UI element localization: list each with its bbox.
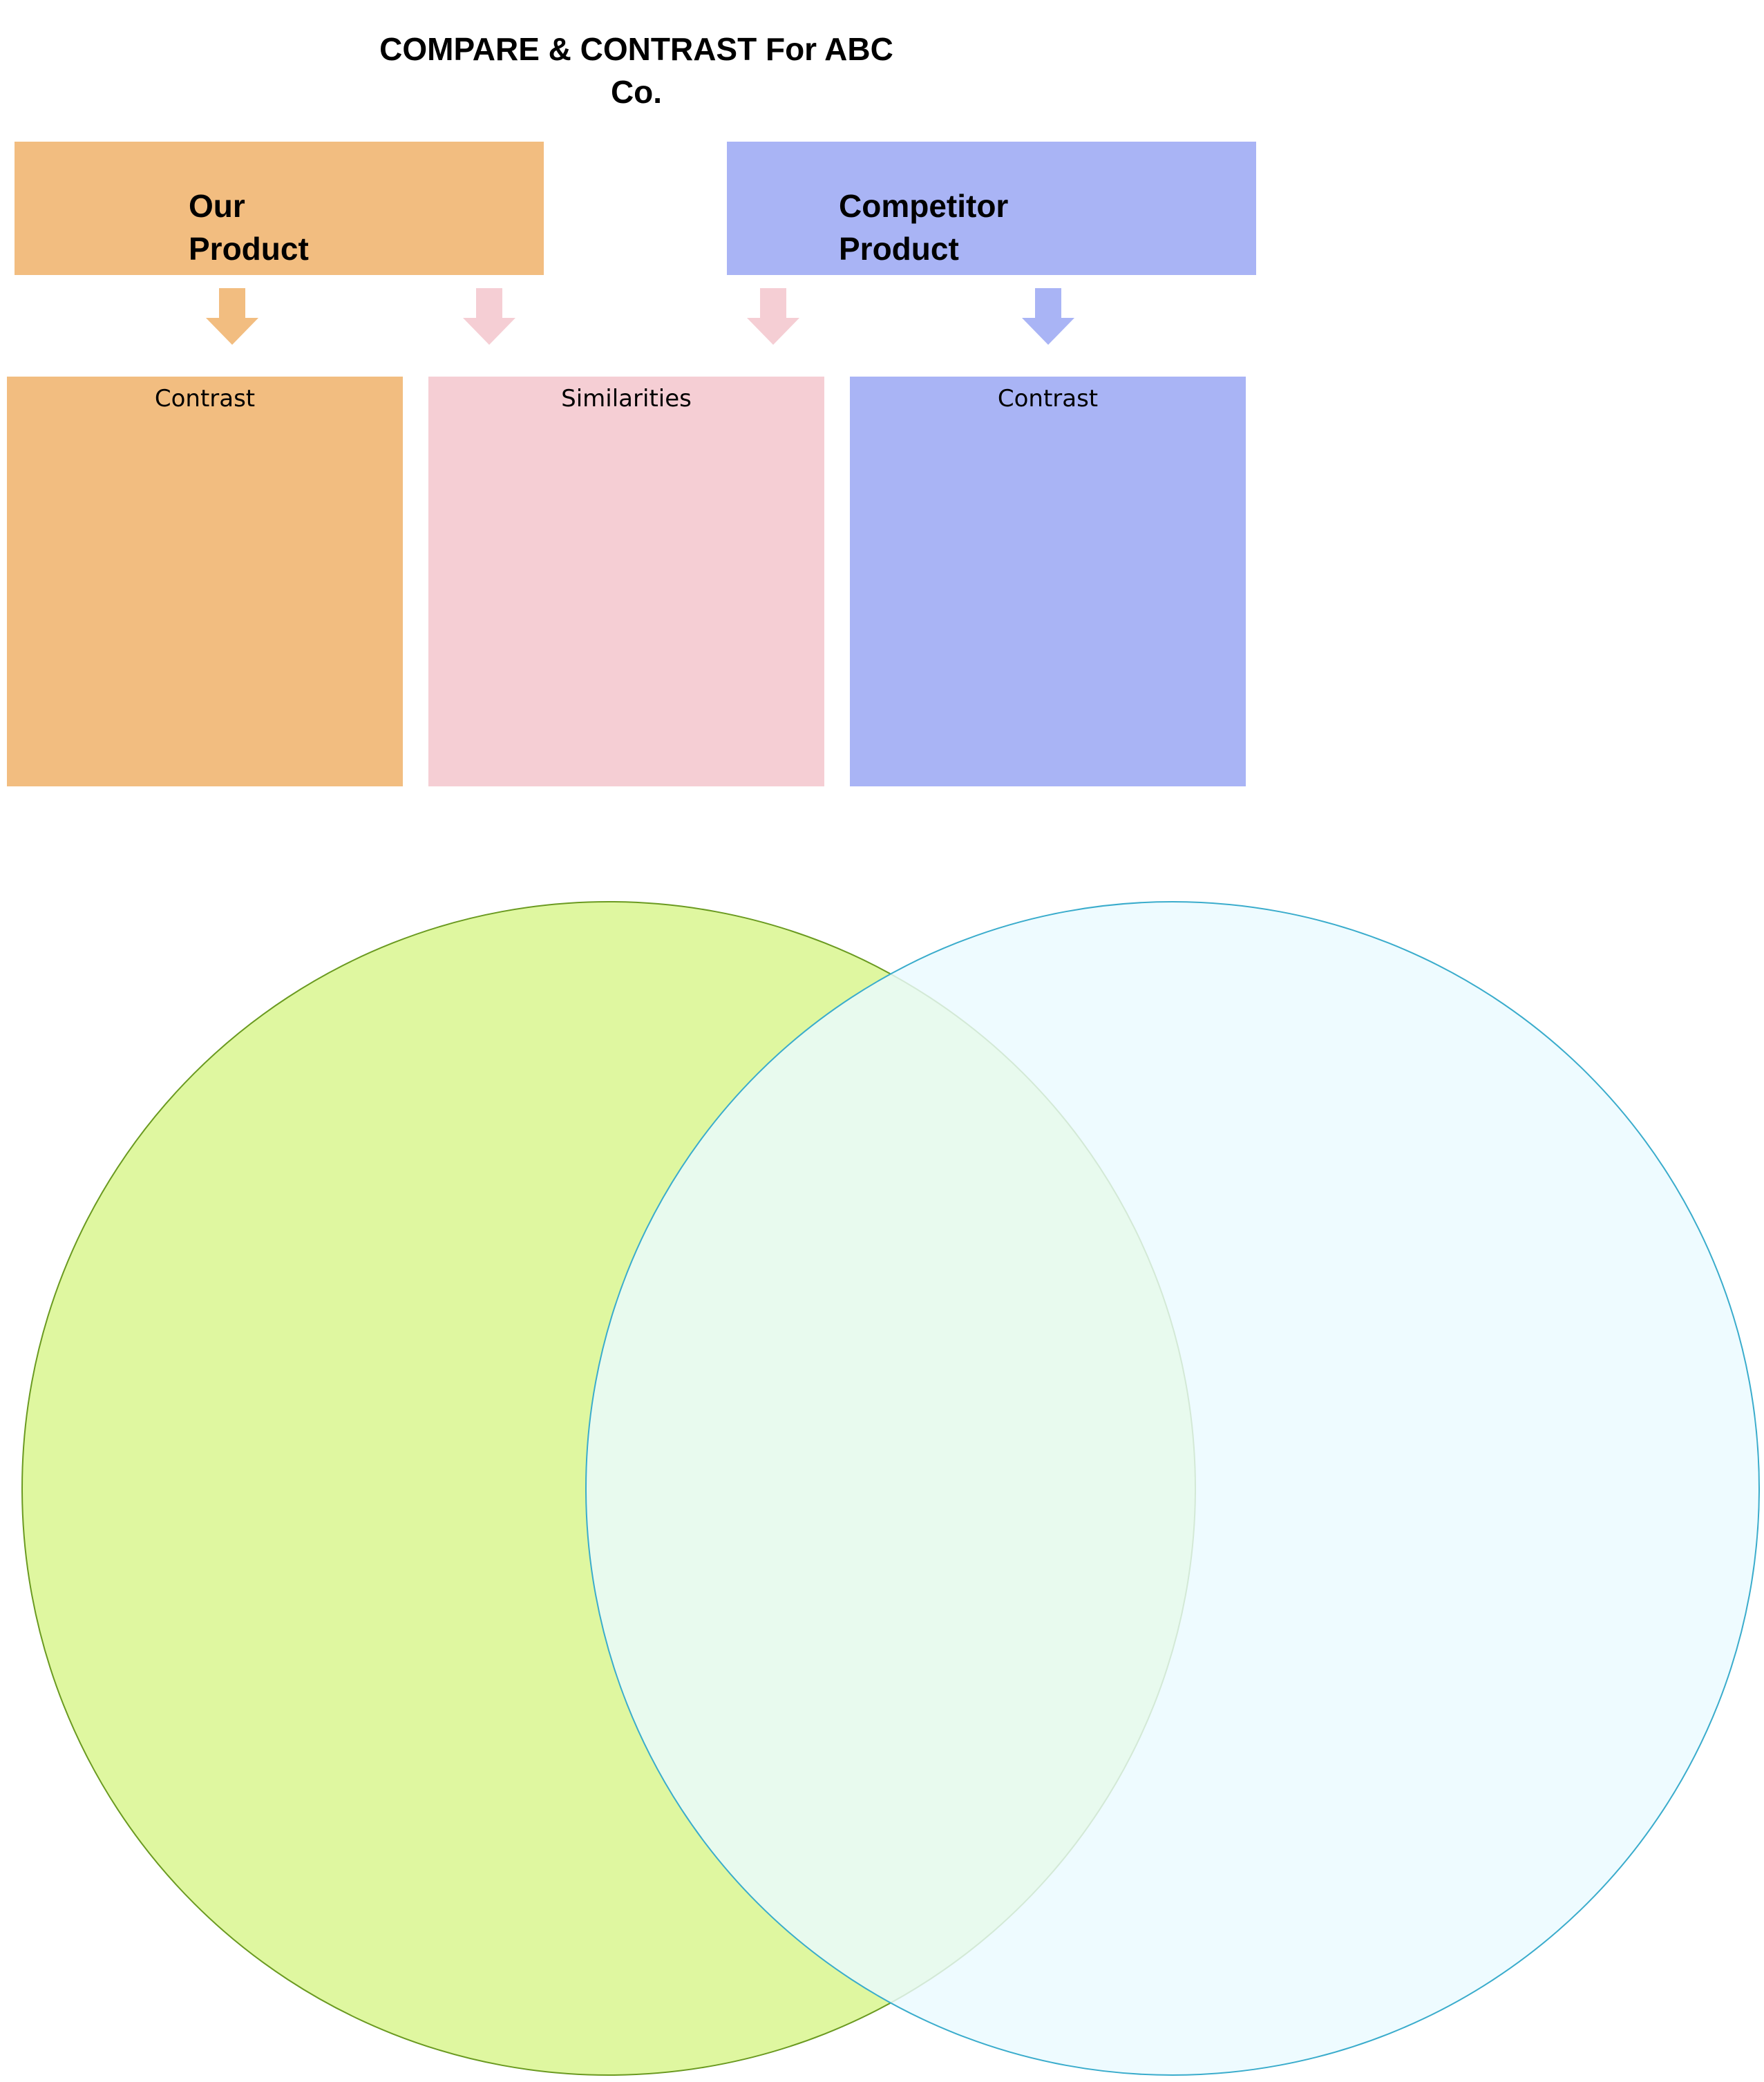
- similarities-box[interactable]: Similarities: [428, 377, 824, 786]
- competitor-contrast-box[interactable]: Contrast: [850, 377, 1246, 786]
- column-label: Similarities: [561, 385, 692, 413]
- arrow-down-icon: [206, 288, 258, 345]
- header-text: Product: [839, 231, 959, 267]
- arrow-down-icon: [1022, 288, 1074, 345]
- header-text: Competitor: [839, 188, 1009, 224]
- title-line-1: COMPARE & CONTRAST For ABC: [379, 31, 893, 67]
- header-text: Our: [189, 188, 245, 224]
- venn-right-circle: [585, 901, 1760, 2076]
- arrow-down-icon: [463, 288, 515, 345]
- column-label: Contrast: [154, 385, 256, 413]
- our-contrast-box[interactable]: Contrast: [7, 377, 403, 786]
- column-label: Contrast: [997, 385, 1099, 413]
- page-title: COMPARE & CONTRAST For ABC Co.: [291, 28, 982, 113]
- title-line-2: Co.: [610, 74, 663, 110]
- header-text: Product: [189, 231, 309, 267]
- arrow-down-icon: [747, 288, 799, 345]
